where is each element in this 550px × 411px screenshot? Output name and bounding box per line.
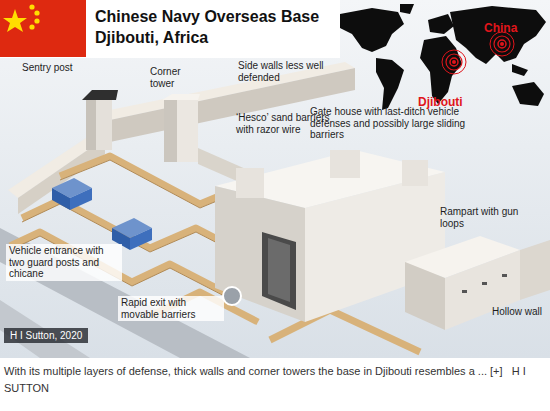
ring	[490, 32, 514, 56]
image-caption: With its multiple layers of defense, thi…	[4, 363, 546, 397]
diagram-title: Chinese Navy Overseas Base Djibouti, Afr…	[95, 7, 345, 49]
tower-top	[162, 94, 200, 100]
roundabout	[223, 287, 241, 305]
sliding-barrier	[268, 238, 290, 302]
callout-label: Sentry post	[22, 62, 74, 74]
callout-label: Gate house with last-ditch vehicle defen…	[310, 106, 478, 141]
flag-star	[3, 9, 27, 32]
tower-body	[164, 100, 198, 162]
rampart-face	[445, 250, 520, 330]
credit-box: H I Sutton, 2020	[4, 328, 88, 343]
china-flag	[0, 0, 86, 57]
background	[0, 0, 550, 358]
corner-tower	[162, 94, 200, 162]
gun-loop	[482, 282, 487, 285]
world-map	[340, 4, 546, 110]
gate-turret	[236, 168, 264, 198]
ring	[498, 40, 506, 48]
post-roof	[82, 90, 118, 100]
callout-label: Hollow wall	[492, 306, 542, 318]
greenland	[400, 4, 414, 14]
guard-front	[130, 228, 152, 250]
ring	[450, 58, 458, 66]
guard-front	[70, 188, 92, 210]
post-side	[86, 100, 96, 150]
africa	[420, 36, 462, 104]
gate-turret	[402, 160, 428, 186]
post-body	[86, 100, 112, 150]
credit-text: H I Sutton, 2020	[10, 330, 82, 341]
north-america	[340, 8, 404, 52]
gate-left-face	[215, 186, 305, 322]
australia	[512, 82, 544, 106]
guard-side	[52, 188, 70, 210]
ring	[494, 36, 510, 52]
ring	[446, 54, 462, 70]
location-dot	[452, 60, 456, 64]
tower-side	[164, 100, 177, 162]
callout-label: Corner tower	[150, 66, 200, 89]
callout-label: Side walls less well defended	[238, 60, 348, 83]
location-rings	[442, 32, 514, 74]
gun-loop	[462, 290, 467, 293]
flag-star	[29, 24, 34, 29]
sentry-post	[82, 90, 118, 150]
flag-star	[34, 18, 39, 23]
guard-posts	[52, 178, 152, 250]
gate-turret	[330, 150, 360, 178]
road	[0, 300, 90, 358]
callout-label: China	[484, 22, 544, 36]
flag-star	[29, 4, 34, 9]
callout-label: Rampart with gun loops	[440, 206, 520, 229]
gate-opening	[262, 232, 296, 310]
indonesia	[512, 64, 528, 76]
road	[0, 228, 250, 358]
flag-field	[0, 0, 86, 57]
callout-label: Rapid exit with movable barriers	[118, 296, 224, 321]
callout-label: Vehicle entrance with two guard posts an…	[6, 244, 122, 281]
gun-loop	[502, 274, 507, 277]
south-america	[376, 58, 404, 110]
hollow-wall	[520, 240, 550, 300]
rampart	[405, 236, 550, 330]
europe	[428, 14, 454, 34]
location-dot	[500, 42, 504, 46]
rampart-side	[405, 262, 445, 330]
ring	[442, 50, 466, 74]
flag-star	[34, 10, 39, 15]
